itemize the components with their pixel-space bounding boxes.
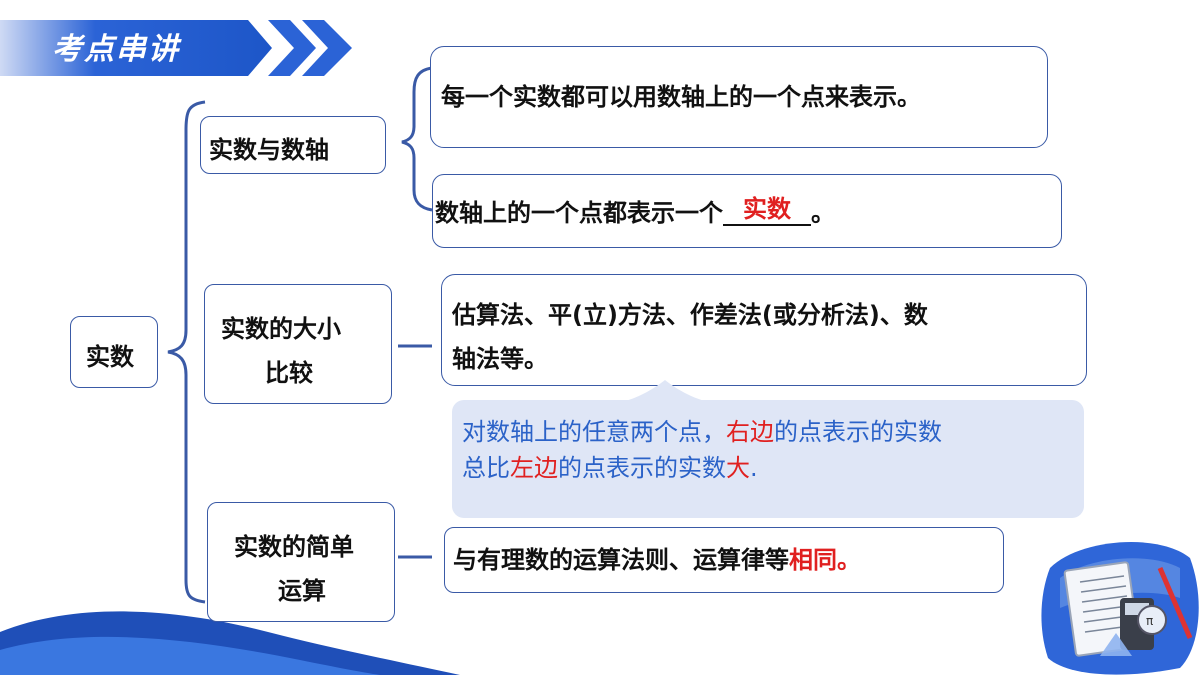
branch-ops-line1: 实数的简单	[234, 533, 354, 561]
callout-pointer	[610, 380, 720, 404]
fact-axis-2: 数轴上的一个点都表示一个实数。	[432, 174, 1062, 248]
callout-highlight-right: 右边	[726, 418, 774, 446]
fact-compare-line2: 轴法等。	[452, 345, 548, 373]
math-illustration-icon: π	[1041, 541, 1199, 675]
fact-ops-highlight: 相同。	[789, 546, 861, 574]
callout-line-1: 对数轴上的任意两个点，右边的点表示的实数	[462, 414, 942, 450]
fact-ops-prefix: 与有理数的运算法则、运算律等	[453, 546, 789, 574]
banner-chevrons	[0, 20, 352, 76]
branch-ops-line2: 运算	[278, 577, 326, 605]
callout-highlight-big: 大	[726, 454, 750, 482]
branch-compare-line2: 比较	[265, 359, 313, 387]
branch-compare-node: 实数的大小 比较	[204, 284, 392, 404]
fact-axis-2-suffix: 。	[811, 199, 835, 227]
header-banner	[0, 20, 360, 76]
svg-text:π: π	[1146, 614, 1153, 628]
callout-note: 对数轴上的任意两个点，右边的点表示的实数 总比左边的点表示的实数大.	[452, 400, 1084, 518]
fact-ops-text: 与有理数的运算法则、运算律等相同。	[453, 538, 861, 582]
branch-compare-line1: 实数的大小	[221, 315, 341, 343]
fact-compare: 估算法、平(立)方法、作差法(或分析法)、数 轴法等。	[441, 274, 1087, 386]
fact-axis-1: 每一个实数都可以用数轴上的一个点来表示。	[430, 46, 1048, 148]
branch-axis-label: 实数与数轴	[209, 136, 329, 164]
root-node: 实数	[70, 316, 158, 388]
fill-blank-answer: 实数	[743, 195, 791, 223]
fact-axis-1-text: 每一个实数都可以用数轴上的一个点来表示。	[441, 83, 921, 111]
callout-text-part: 的点表示的实数	[558, 454, 726, 482]
callout-highlight-left: 左边	[510, 454, 558, 482]
branch-ops-node: 实数的简单 运算	[207, 502, 395, 622]
fact-ops: 与有理数的运算法则、运算律等相同。	[444, 527, 1004, 593]
fill-blank: 实数	[723, 194, 811, 226]
callout-text-part: 对数轴上的任意两个点，	[462, 418, 726, 446]
callout-text-part: .	[750, 454, 758, 482]
fact-compare-line1: 估算法、平(立)方法、作差法(或分析法)、数	[452, 301, 928, 329]
fact-axis-2-text: 数轴上的一个点都表示一个实数。	[435, 191, 835, 235]
callout-text-part: 的点表示的实数	[774, 418, 942, 446]
branch-axis-node: 实数与数轴	[200, 116, 386, 174]
root-label: 实数	[86, 343, 134, 371]
fact-axis-2-prefix: 数轴上的一个点都表示一个	[435, 199, 723, 227]
callout-text-part: 总比	[462, 454, 510, 482]
page-title: 考点串讲	[52, 32, 180, 67]
callout-line-2: 总比左边的点表示的实数大.	[462, 450, 758, 486]
